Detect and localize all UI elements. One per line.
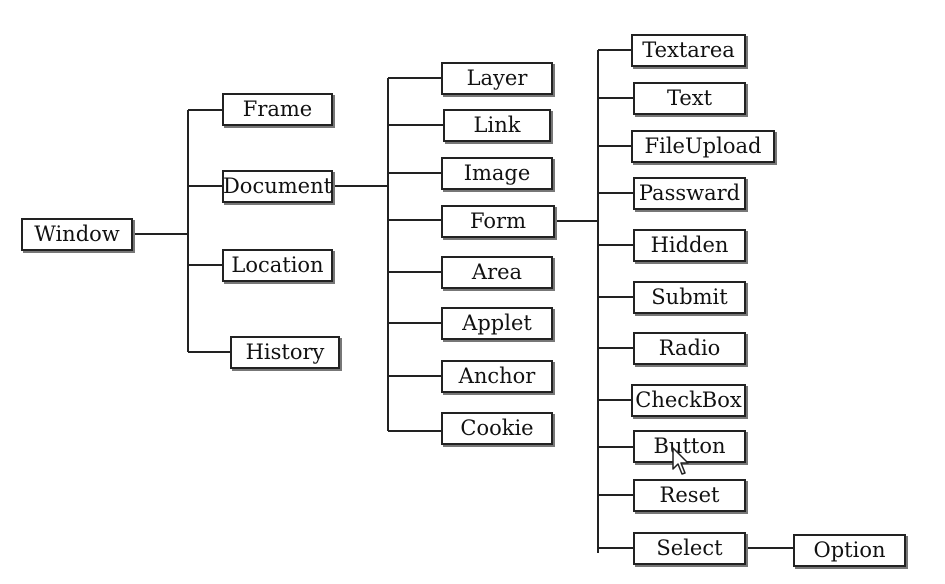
node-area: Area: [441, 256, 553, 289]
node-label: Link: [473, 113, 521, 137]
node-hidden: Hidden: [633, 229, 746, 262]
node-label: Submit: [651, 285, 728, 309]
mouse-pointer-icon: [672, 447, 689, 475]
node-label: Text: [666, 86, 713, 110]
node-link: Link: [443, 109, 551, 142]
node-label: Window: [34, 222, 120, 246]
node-passward: Passward: [633, 177, 746, 210]
node-label: Image: [463, 161, 531, 185]
node-label: Select: [656, 536, 723, 560]
node-label: Radio: [658, 336, 721, 360]
node-label: Area: [471, 260, 523, 284]
node-button: Button: [633, 430, 746, 463]
node-option: Option: [793, 534, 906, 567]
node-applet: Applet: [441, 307, 553, 340]
node-radio: Radio: [633, 332, 746, 365]
node-history: History: [230, 336, 340, 369]
node-label: Hidden: [650, 233, 729, 257]
node-label: Frame: [242, 97, 313, 121]
node-image: Image: [441, 157, 553, 190]
node-textarea: Textarea: [631, 34, 746, 67]
node-reset: Reset: [633, 479, 746, 512]
node-label: Applet: [462, 311, 532, 335]
node-label: Document: [222, 174, 333, 198]
node-select: Select: [633, 532, 746, 565]
node-checkbox: CheckBox: [631, 384, 746, 417]
node-label: Option: [813, 538, 886, 562]
node-cookie: Cookie: [441, 412, 553, 445]
node-label: History: [245, 340, 325, 364]
node-location: Location: [222, 249, 333, 282]
node-submit: Submit: [633, 281, 746, 314]
node-label: CheckBox: [635, 388, 742, 412]
node-label: Anchor: [458, 364, 536, 388]
node-document: Document: [222, 170, 333, 203]
node-label: FileUpload: [644, 134, 762, 158]
node-anchor: Anchor: [441, 360, 553, 393]
node-label: Textarea: [642, 38, 735, 62]
node-label: Cookie: [460, 416, 534, 440]
node-form: Form: [441, 205, 555, 238]
node-label: Button: [653, 434, 726, 458]
node-window: Window: [21, 218, 133, 251]
node-label: Form: [469, 209, 527, 233]
node-frame: Frame: [222, 93, 333, 126]
node-label: Layer: [466, 66, 528, 90]
node-fileupload: FileUpload: [631, 130, 775, 163]
node-text: Text: [633, 82, 746, 115]
node-layer: Layer: [441, 62, 553, 95]
node-label: Location: [231, 253, 324, 277]
node-label: Passward: [638, 181, 741, 205]
node-label: Reset: [659, 483, 720, 507]
